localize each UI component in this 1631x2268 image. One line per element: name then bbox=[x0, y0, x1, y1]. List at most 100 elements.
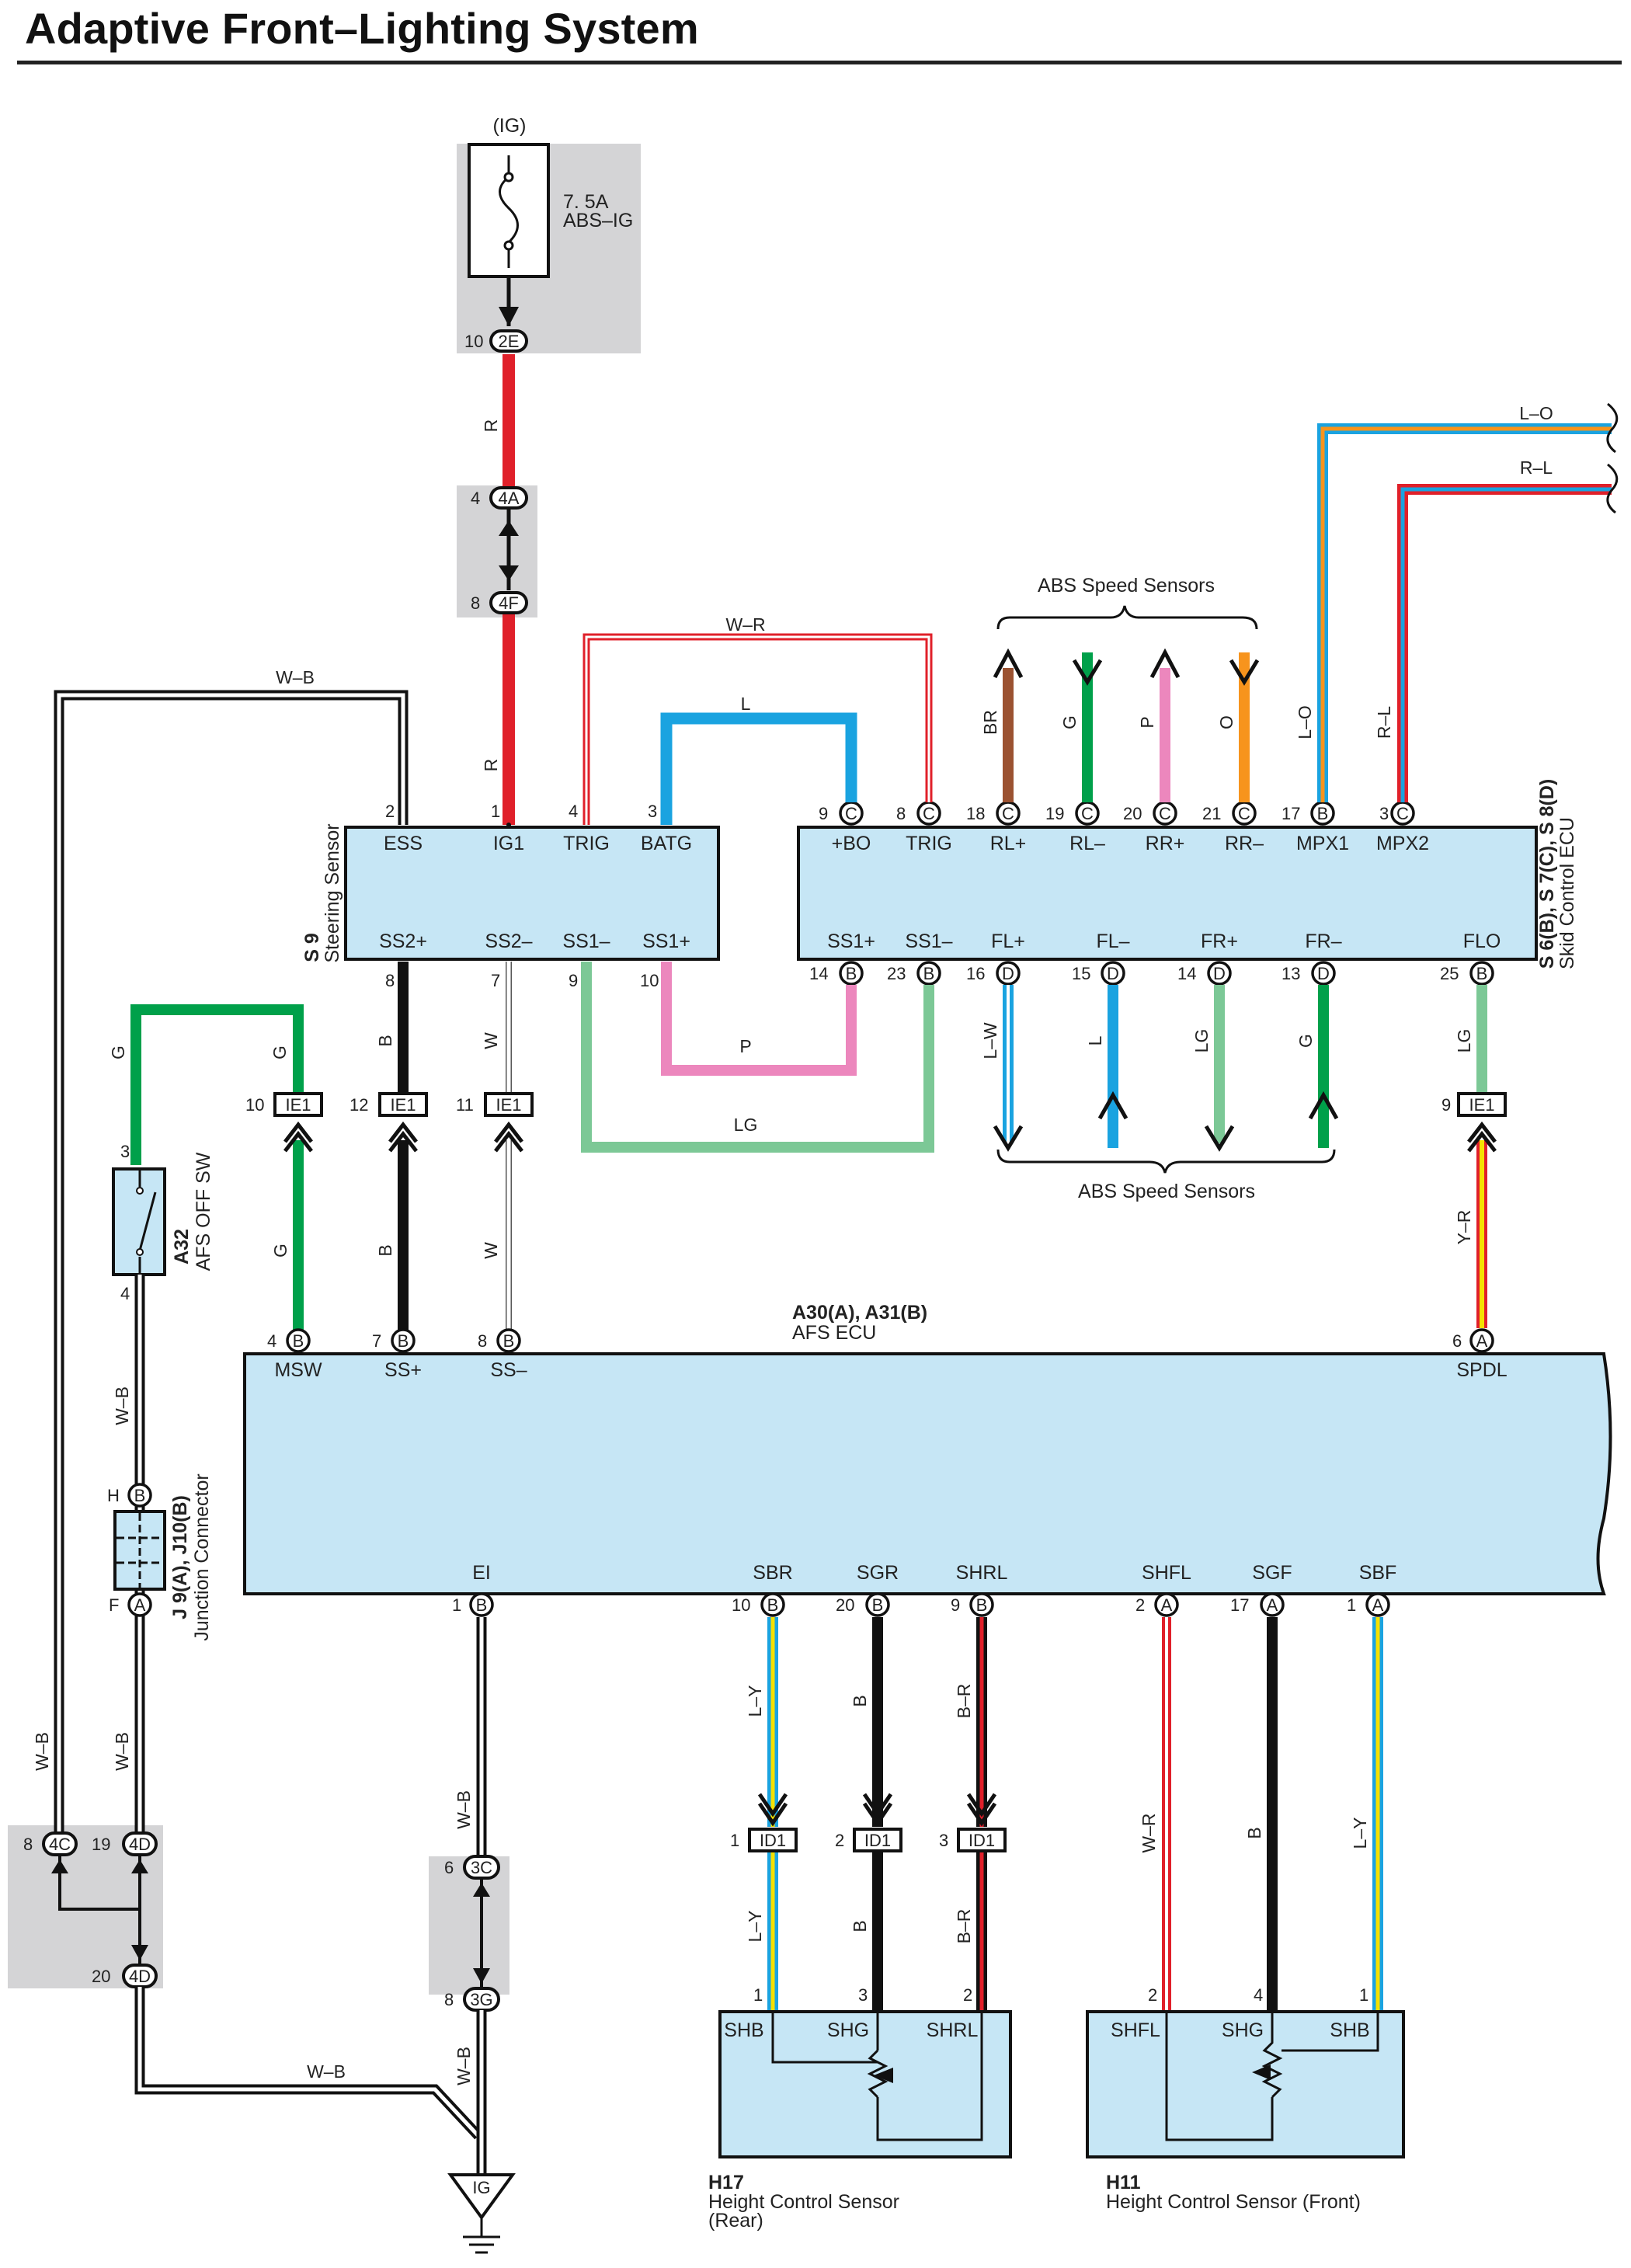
svg-text:D: D bbox=[1213, 964, 1226, 983]
svg-text:C: C bbox=[1159, 804, 1171, 823]
steering-sensor-name: Steering Sensor bbox=[322, 823, 343, 962]
h11-code: H11 bbox=[1106, 2172, 1141, 2193]
skid-bottom-pins: B14 B23 D16 D15 D14 D13 B25 bbox=[809, 961, 1494, 986]
svg-text:10: 10 bbox=[245, 1095, 264, 1115]
svg-text:10: 10 bbox=[732, 1595, 750, 1615]
steering-sensor-code: S 9 bbox=[301, 933, 323, 962]
svg-text:B–R: B–R bbox=[954, 1909, 974, 1944]
svg-text:G: G bbox=[1059, 715, 1080, 729]
svg-text:G: G bbox=[108, 1045, 128, 1059]
svg-text:D: D bbox=[1317, 964, 1330, 983]
connector-id1-sbr bbox=[748, 1828, 798, 1852]
svg-text:W–B: W–B bbox=[112, 1732, 132, 1771]
svg-text:TRIG: TRIG bbox=[906, 833, 952, 854]
svg-text:C: C bbox=[1238, 804, 1250, 823]
svg-text:4: 4 bbox=[1254, 1985, 1263, 2005]
svg-text:L–W: L–W bbox=[980, 1022, 1000, 1059]
svg-text:W: W bbox=[481, 1032, 501, 1049]
svg-text:2: 2 bbox=[963, 1985, 972, 2005]
connector-4f bbox=[489, 591, 528, 614]
svg-text:23: 23 bbox=[887, 964, 906, 983]
svg-text:SHFL: SHFL bbox=[1142, 1562, 1191, 1584]
svg-text:7: 7 bbox=[491, 971, 500, 990]
connector-2e bbox=[489, 329, 528, 353]
afs-bottom-pins: B1 B10 B20 B9 A2 A17 A1 bbox=[452, 1592, 1390, 1617]
svg-text:6: 6 bbox=[444, 1858, 454, 1877]
steering-sensor-box bbox=[344, 826, 720, 961]
svg-text:C: C bbox=[923, 804, 935, 823]
svg-text:B: B bbox=[375, 1244, 395, 1256]
svg-text:B: B bbox=[923, 964, 935, 983]
svg-text:IE1: IE1 bbox=[285, 1095, 311, 1115]
svg-text:MSW: MSW bbox=[274, 1359, 322, 1381]
svg-text:14: 14 bbox=[1177, 964, 1196, 983]
junction-name: Junction Connector bbox=[191, 1473, 213, 1640]
svg-text:RL+: RL+ bbox=[990, 833, 1027, 854]
wire-w-r-trig bbox=[582, 633, 933, 825]
svg-text:ID1: ID1 bbox=[760, 1831, 786, 1850]
svg-text:1: 1 bbox=[452, 1595, 461, 1615]
svg-text:D: D bbox=[1107, 964, 1119, 983]
svg-text:L–Y: L–Y bbox=[745, 1685, 765, 1717]
svg-text:19: 19 bbox=[92, 1835, 110, 1854]
svg-text:SS1–: SS1– bbox=[562, 931, 610, 952]
connector-id1-shrl bbox=[957, 1828, 1007, 1852]
svg-text:P: P bbox=[1137, 716, 1157, 728]
svg-text:W–B: W–B bbox=[454, 1790, 474, 1829]
svg-text:1: 1 bbox=[491, 802, 500, 821]
svg-text:SS2–: SS2– bbox=[485, 931, 532, 952]
svg-text:SS1+: SS1+ bbox=[642, 931, 690, 952]
svg-text:20: 20 bbox=[92, 1967, 110, 1986]
svg-text:D: D bbox=[1002, 964, 1014, 983]
svg-text:L–O: L–O bbox=[1519, 403, 1553, 423]
svg-text:FR–: FR– bbox=[1305, 931, 1341, 952]
svg-text:SHFL: SHFL bbox=[1111, 2019, 1160, 2041]
svg-text:G: G bbox=[270, 1244, 290, 1257]
svg-text:SGR: SGR bbox=[857, 1562, 899, 1584]
svg-text:9: 9 bbox=[819, 804, 828, 823]
svg-text:16: 16 bbox=[966, 964, 985, 983]
svg-text:B: B bbox=[503, 1331, 515, 1351]
svg-text:W–B: W–B bbox=[307, 2061, 346, 2082]
svg-text:8: 8 bbox=[23, 1835, 33, 1854]
svg-text:SS–: SS– bbox=[490, 1359, 527, 1381]
svg-text:SHB: SHB bbox=[1330, 2019, 1369, 2041]
svg-text:7: 7 bbox=[372, 1331, 381, 1351]
svg-text:R: R bbox=[481, 419, 501, 433]
svg-text:25: 25 bbox=[1440, 964, 1459, 983]
h17-sub: (Rear) bbox=[708, 2210, 763, 2231]
svg-text:3C: 3C bbox=[471, 1858, 492, 1877]
svg-text:IE1: IE1 bbox=[1469, 1095, 1494, 1115]
h17-name: Height Control Sensor bbox=[708, 2191, 899, 2213]
svg-text:4: 4 bbox=[569, 802, 578, 821]
svg-text:4: 4 bbox=[471, 489, 480, 508]
skid-top-pins: C9 C8 C18 C19 C20 C21 B17 C3 bbox=[819, 801, 1415, 826]
ig-top-label: (IG) bbox=[492, 115, 526, 137]
afs-sw-code: A32 bbox=[171, 1229, 193, 1264]
svg-text:1: 1 bbox=[1359, 1985, 1368, 2005]
svg-text:4A: 4A bbox=[499, 489, 520, 508]
svg-text:F: F bbox=[109, 1595, 119, 1615]
h11-name: Height Control Sensor (Front) bbox=[1106, 2191, 1361, 2213]
connector-id1-sgr bbox=[853, 1828, 902, 1852]
afs-ecu-code: A30(A), A31(B) bbox=[792, 1302, 927, 1324]
svg-text:A: A bbox=[1161, 1595, 1173, 1615]
svg-text:SGF: SGF bbox=[1252, 1562, 1292, 1584]
svg-text:B: B bbox=[1317, 804, 1329, 823]
svg-text:A: A bbox=[1267, 1595, 1278, 1615]
svg-text:IE1: IE1 bbox=[496, 1095, 521, 1115]
svg-text:EI: EI bbox=[472, 1562, 491, 1584]
svg-text:W–B: W–B bbox=[276, 667, 315, 687]
svg-text:3: 3 bbox=[858, 1985, 868, 2005]
skid-control-ecu-box bbox=[797, 826, 1538, 961]
svg-text:20: 20 bbox=[836, 1595, 854, 1615]
svg-text:2E: 2E bbox=[499, 332, 520, 351]
svg-text:RR+: RR+ bbox=[1146, 833, 1185, 854]
svg-text:W–B: W–B bbox=[454, 2047, 474, 2085]
svg-text:BATG: BATG bbox=[641, 833, 692, 854]
svg-text:B: B bbox=[1244, 1827, 1264, 1838]
junction-code: J 9(A), J10(B) bbox=[169, 1495, 191, 1619]
svg-text:R–L: R–L bbox=[1520, 457, 1553, 478]
svg-text:A: A bbox=[134, 1595, 146, 1615]
